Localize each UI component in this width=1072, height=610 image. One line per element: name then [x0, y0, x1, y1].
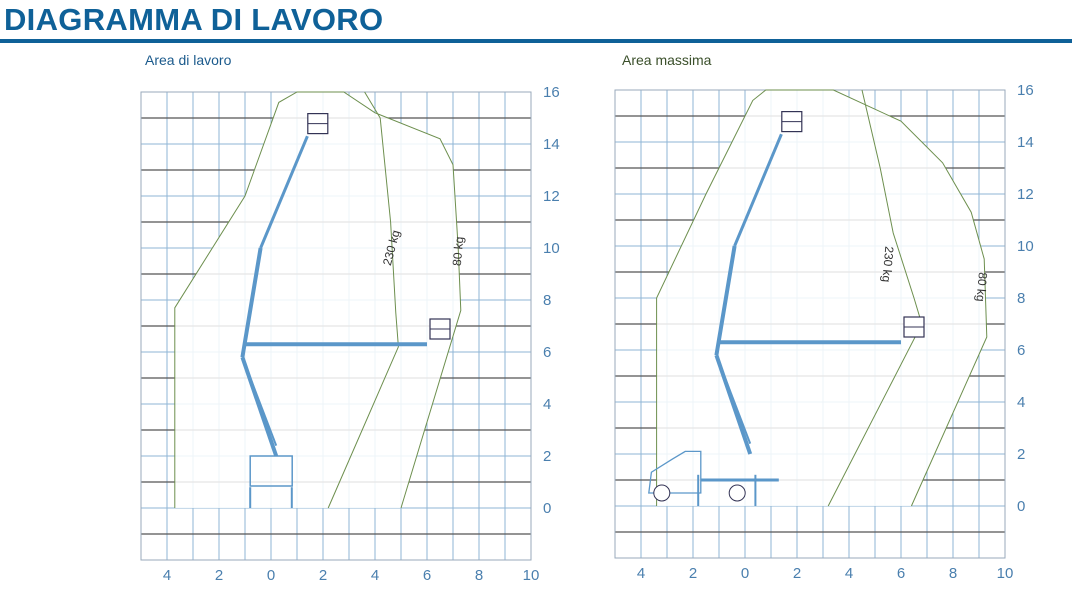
envelope-80kg: [656, 89, 988, 507]
x-tick-label: 0: [741, 565, 749, 582]
diagram-subtitle-max-area: Area massima: [622, 52, 712, 68]
truck-wheel-icon: [653, 484, 671, 502]
x-tick-label: 10: [523, 567, 540, 584]
x-tick-label: 0: [267, 567, 275, 584]
jib-boom: [259, 135, 309, 249]
truck-cab-icon: [648, 450, 702, 494]
x-tick-label: 4: [371, 567, 379, 584]
x-tick-label: 8: [949, 565, 957, 582]
y-tick-label: 12: [1017, 186, 1034, 203]
x-tick-label: 4: [163, 567, 171, 584]
upper-boom: [240, 247, 263, 358]
x-tick-label: 2: [319, 567, 327, 584]
x-tick-label: 6: [423, 567, 431, 584]
y-tick-label: 4: [1017, 394, 1025, 411]
x-tick-label: 2: [793, 565, 801, 582]
x-tick-label: 10: [997, 565, 1014, 582]
y-tick-label: 0: [543, 500, 551, 517]
lower-boom-cylinder: [241, 356, 278, 446]
y-tick-label: 10: [1017, 238, 1034, 255]
load-label-230kg: 230 kg: [879, 246, 896, 283]
load-label-80kg: 80 kg: [973, 272, 990, 302]
diagram-subtitle-work-area: Area di lavoro: [145, 52, 232, 68]
y-tick-label: 14: [543, 136, 560, 153]
lower-boom-cylinder: [715, 354, 752, 444]
y-tick-label: 12: [543, 188, 560, 205]
x-tick-label: 8: [475, 567, 483, 584]
jib-boom: [733, 133, 783, 247]
y-tick-label: 6: [543, 344, 551, 361]
envelope-230kg: [327, 91, 399, 509]
y-tick-label: 0: [1017, 498, 1025, 515]
vehicle-rear-view: [249, 455, 293, 487]
x-tick-label: 2: [689, 565, 697, 582]
y-tick-label: 8: [543, 292, 551, 309]
y-tick-label: 2: [543, 448, 551, 465]
y-tick-label: 4: [543, 396, 551, 413]
y-tick-label: 16: [1017, 82, 1034, 99]
title-divider: [0, 39, 1072, 43]
x-tick-label: 2: [215, 567, 223, 584]
y-tick-label: 16: [543, 84, 560, 101]
page-title: DIAGRAMMA DI LAVORO: [4, 2, 384, 37]
envelope-80kg: [174, 91, 462, 509]
y-tick-label: 2: [1017, 446, 1025, 463]
x-tick-label: 4: [845, 565, 853, 582]
y-tick-label: 10: [543, 240, 560, 257]
x-tick-label: 6: [897, 565, 905, 582]
y-tick-label: 8: [1017, 290, 1025, 307]
y-tick-label: 14: [1017, 134, 1034, 151]
y-tick-label: 6: [1017, 342, 1025, 359]
truck-wheel-icon: [728, 484, 746, 502]
x-tick-label: 4: [637, 565, 645, 582]
upper-boom: [714, 245, 737, 356]
load-label-80kg: 80 kg: [450, 236, 467, 266]
envelope-230kg: [827, 89, 923, 507]
